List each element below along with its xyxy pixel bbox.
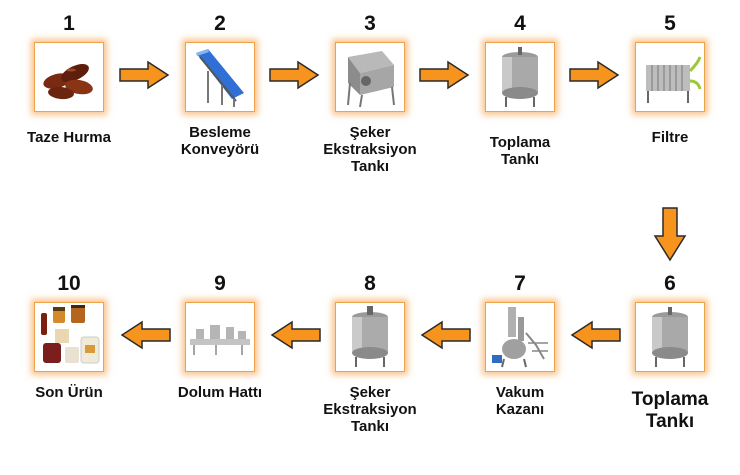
step-number: 10 (57, 272, 81, 295)
filling-line-icon (185, 302, 255, 372)
step-number: 9 (214, 272, 226, 295)
arrow-right-icon (419, 60, 470, 90)
step-number: 1 (63, 12, 75, 35)
step-number: 3 (364, 12, 376, 35)
filter-press-icon (635, 42, 705, 112)
arrow-right-icon (119, 60, 170, 90)
collection-tank-icon (635, 302, 705, 372)
conveyor-icon (185, 42, 255, 112)
extraction-tank-icon (335, 42, 405, 112)
steel-tank-icon (335, 302, 405, 372)
final-products-icon (34, 302, 104, 372)
arrow-left-icon (270, 320, 321, 350)
step-number: 5 (664, 12, 676, 35)
step-number: 8 (364, 272, 376, 295)
arrow-left-icon (570, 320, 621, 350)
dates-icon (34, 42, 104, 112)
arrow-right-icon (569, 60, 620, 90)
step-number: 6 (664, 272, 676, 295)
step-label: Vakum Kazanı (495, 384, 545, 418)
step-label: Besleme Konveyörü (180, 124, 260, 158)
step-label: Taze Hurma (27, 129, 111, 146)
step-label: Şeker Ekstraksiyon Tankı (323, 124, 417, 175)
arrow-left-icon (120, 320, 171, 350)
step-label: Dolum Hattı (177, 384, 263, 401)
vacuum-boiler-icon (485, 302, 555, 372)
arrow-down-icon (653, 207, 687, 262)
step-number: 4 (514, 12, 526, 35)
arrow-right-icon (269, 60, 320, 90)
step-label: Şeker Ekstraksiyon Tankı (323, 384, 417, 435)
step-number: 7 (514, 272, 526, 295)
step-number: 2 (214, 12, 226, 35)
step-label: Son Ürün (35, 384, 103, 401)
step-label: Filtre (651, 129, 689, 146)
step-label: Toplama Tankı (489, 134, 551, 168)
collection-tank-icon (485, 42, 555, 112)
arrow-left-icon (420, 320, 471, 350)
step-label: Toplama Tankı (631, 389, 709, 432)
